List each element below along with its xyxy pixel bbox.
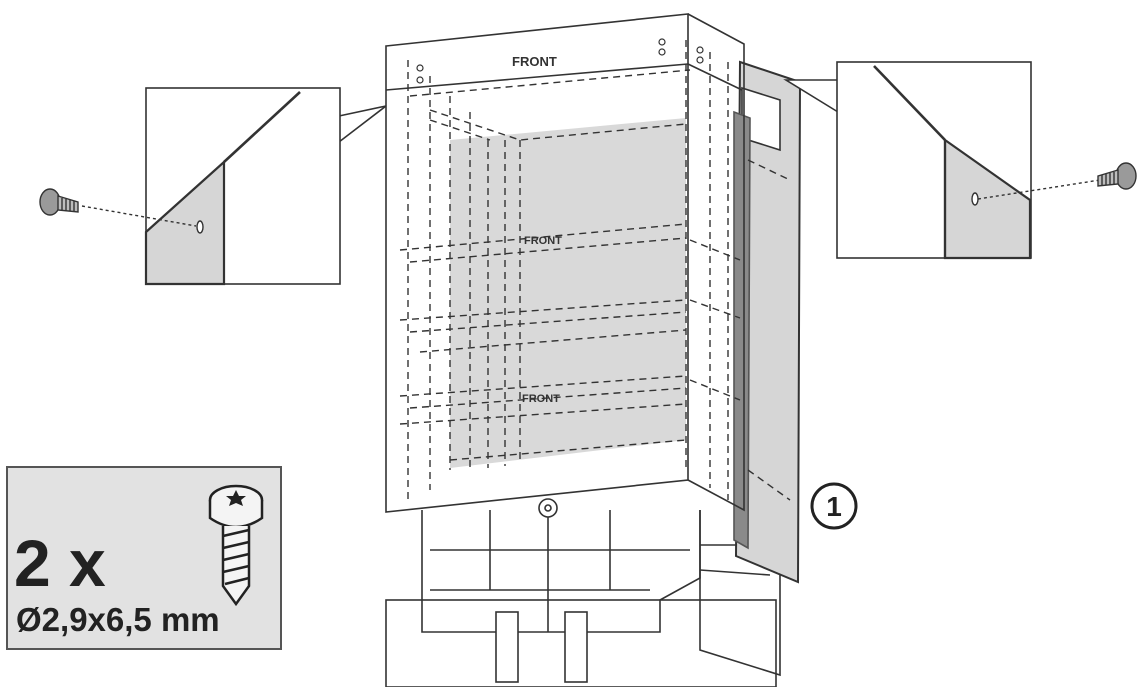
front-label-top: FRONT bbox=[512, 54, 557, 69]
front-label-middle: FRONT bbox=[524, 235, 562, 247]
screw-icon bbox=[208, 484, 264, 607]
callout-number-text: 1 bbox=[826, 491, 842, 522]
back-wall bbox=[450, 118, 686, 468]
front-label-bottom: FRONT bbox=[522, 393, 560, 405]
screw-icon-right bbox=[1097, 162, 1137, 190]
screw-count: 2 x bbox=[14, 526, 106, 600]
screw-icon-left bbox=[39, 188, 79, 216]
cabinet-assembly: FRONT FRONT FRONT bbox=[385, 13, 802, 687]
callout-pointer-right bbox=[783, 79, 839, 113]
screw-spec: Ø2,9x6,5 mm bbox=[16, 601, 220, 638]
screw-quantity-box: 2 x Ø2,9x6,5 mm bbox=[6, 466, 282, 650]
cabinet-base bbox=[385, 498, 781, 687]
detail-callout-left bbox=[39, 87, 387, 286]
panel-corner-left bbox=[144, 159, 226, 286]
detail-callout-right bbox=[783, 61, 1137, 260]
cabinet-frame bbox=[385, 13, 745, 513]
callout-pointer-left bbox=[338, 105, 387, 143]
frame-screw-marks bbox=[416, 38, 704, 84]
hidden-edges bbox=[399, 40, 791, 501]
callout-number-1: 1 bbox=[810, 482, 858, 530]
